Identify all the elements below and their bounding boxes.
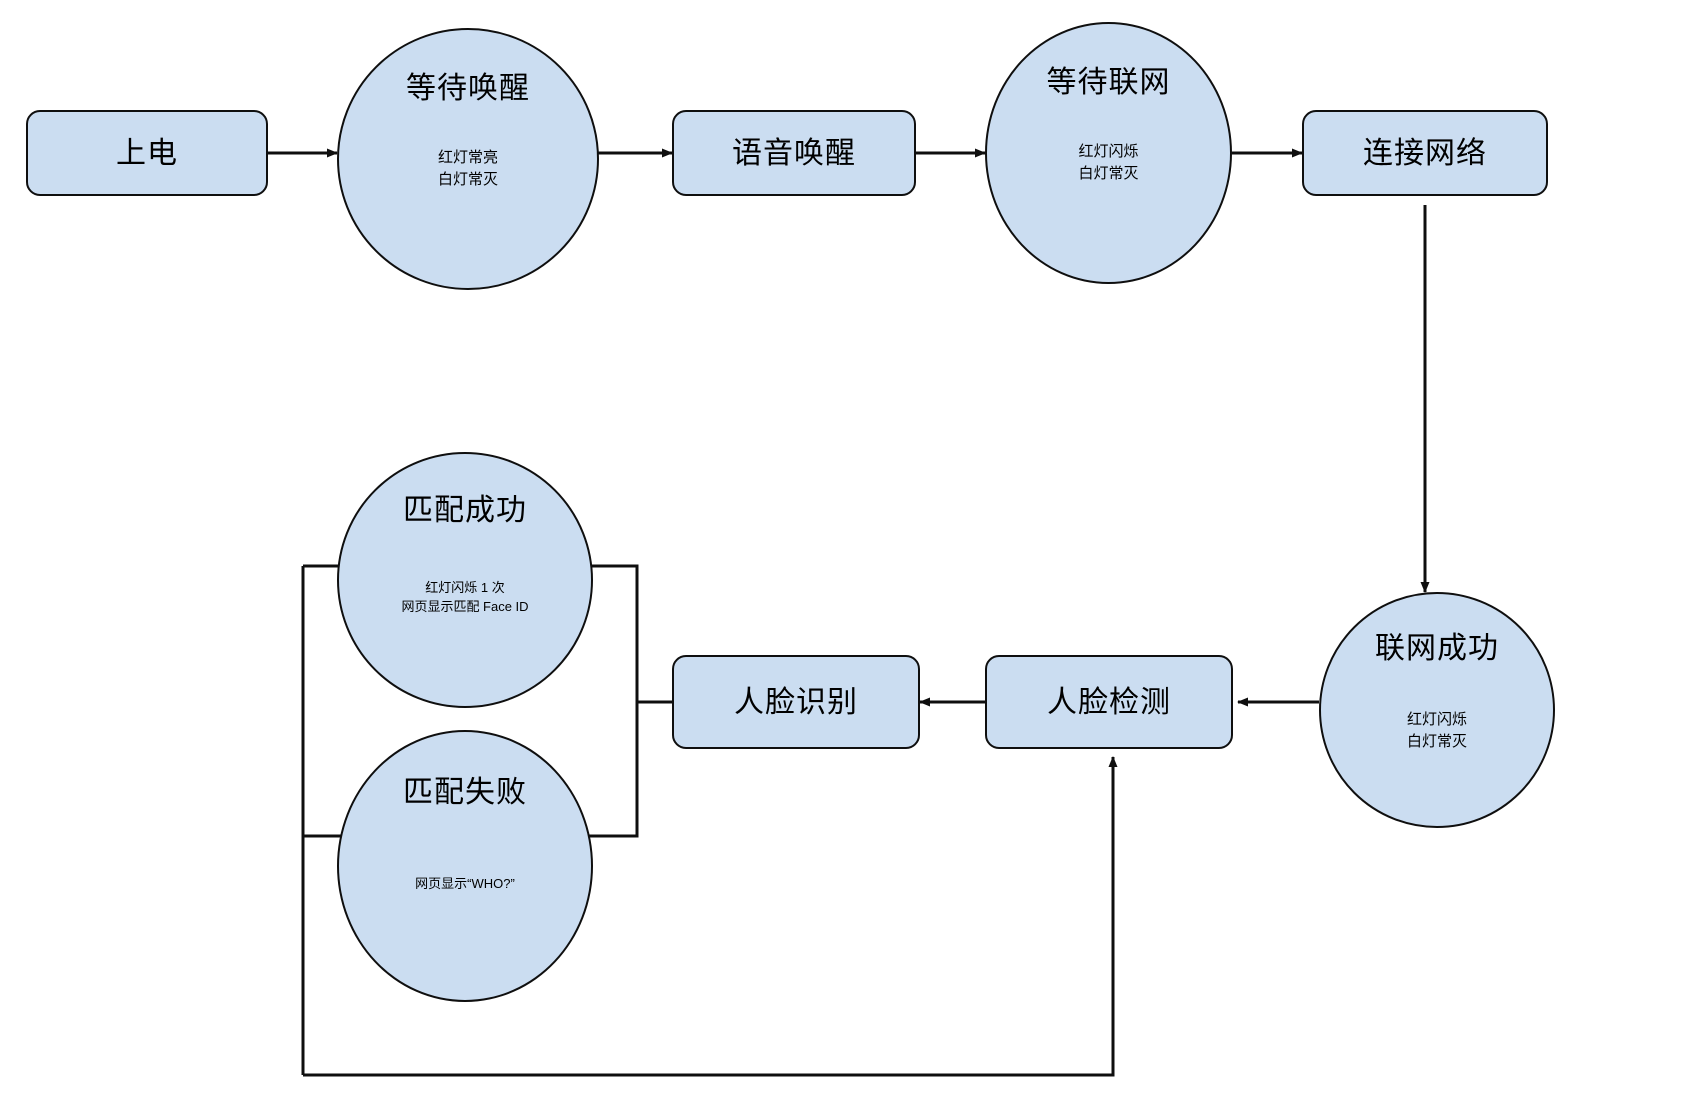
node-face-recognize[interactable]: 人脸识别	[672, 655, 920, 749]
node-match-fail-title: 匹配失败	[403, 776, 527, 809]
node-match-success[interactable]: 匹配成功 红灯闪烁 1 次 网页显示匹配 Face ID	[337, 452, 593, 708]
node-match-fail[interactable]: 匹配失败 网页显示“WHO?”	[337, 730, 593, 1002]
node-match-success-sub: 红灯闪烁 1 次 网页显示匹配 Face ID	[401, 580, 529, 614]
node-face-recognize-title: 人脸识别	[734, 685, 858, 719]
node-network-success[interactable]: 联网成功 红灯闪烁 白灯常灭	[1319, 592, 1555, 828]
node-power-on-title: 上电	[116, 136, 178, 170]
node-network-success-sub: 红灯闪烁 白灯常灭	[1406, 711, 1467, 750]
node-wait-network[interactable]: 等待联网 红灯闪烁 白灯常灭	[985, 22, 1232, 284]
node-power-on[interactable]: 上电	[26, 110, 268, 196]
node-face-detect-title: 人脸检测	[1047, 685, 1171, 719]
node-wait-wakeup-sub: 红灯常亮 白灯常灭	[437, 149, 498, 188]
node-match-fail-sub: 网页显示“WHO?”	[415, 876, 515, 891]
node-wait-wakeup[interactable]: 等待唤醒 红灯常亮 白灯常灭	[337, 28, 599, 290]
node-network-success-title: 联网成功	[1375, 632, 1499, 665]
node-wait-network-title: 等待联网	[1046, 66, 1171, 99]
node-voice-wakeup-title: 语音唤醒	[732, 136, 856, 170]
node-connect-network-title: 连接网络	[1363, 136, 1487, 170]
node-face-detect[interactable]: 人脸检测	[985, 655, 1233, 749]
node-voice-wakeup[interactable]: 语音唤醒	[672, 110, 916, 196]
node-connect-network[interactable]: 连接网络	[1302, 110, 1548, 196]
node-wait-network-sub: 红灯闪烁 白灯常灭	[1078, 143, 1139, 182]
node-match-success-title: 匹配成功	[403, 494, 527, 527]
node-wait-wakeup-title: 等待唤醒	[406, 72, 530, 105]
